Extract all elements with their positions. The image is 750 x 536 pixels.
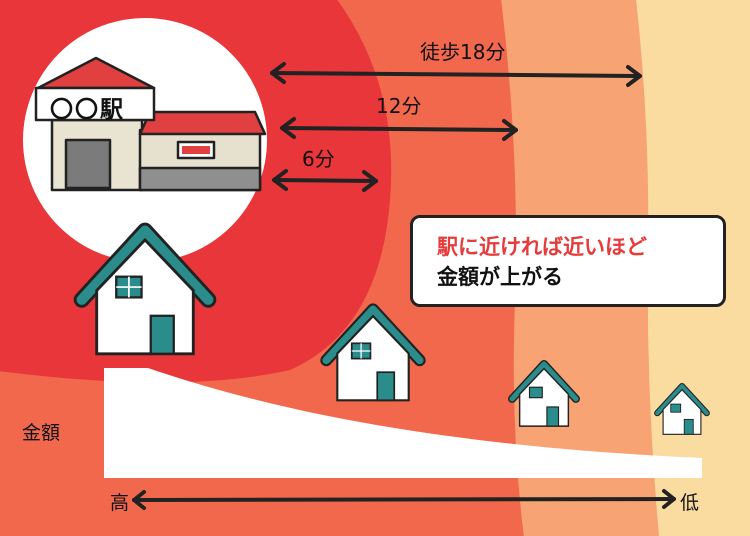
station-sign: 〇〇駅 [50,90,125,124]
arrow-price [134,499,674,500]
price-high-label: 高 [110,488,129,515]
price-low-label: 低 [680,488,699,515]
note-line-1: 駅に近ければ近いほど [437,232,723,262]
price-axis-label: 金額 [22,418,60,445]
house-tiny [657,386,707,434]
label-walk-12min: 12分 [376,90,421,119]
note-line-2: 金額が上がる [437,262,723,292]
arrow-6min [274,180,376,181]
price-note-box: 駅に近ければ近いほど 金額が上がる [410,215,726,307]
label-walk-6min: 6分 [302,143,335,172]
label-walk-18min: 徒歩18分 [420,36,505,65]
arrow-12min [282,128,516,130]
